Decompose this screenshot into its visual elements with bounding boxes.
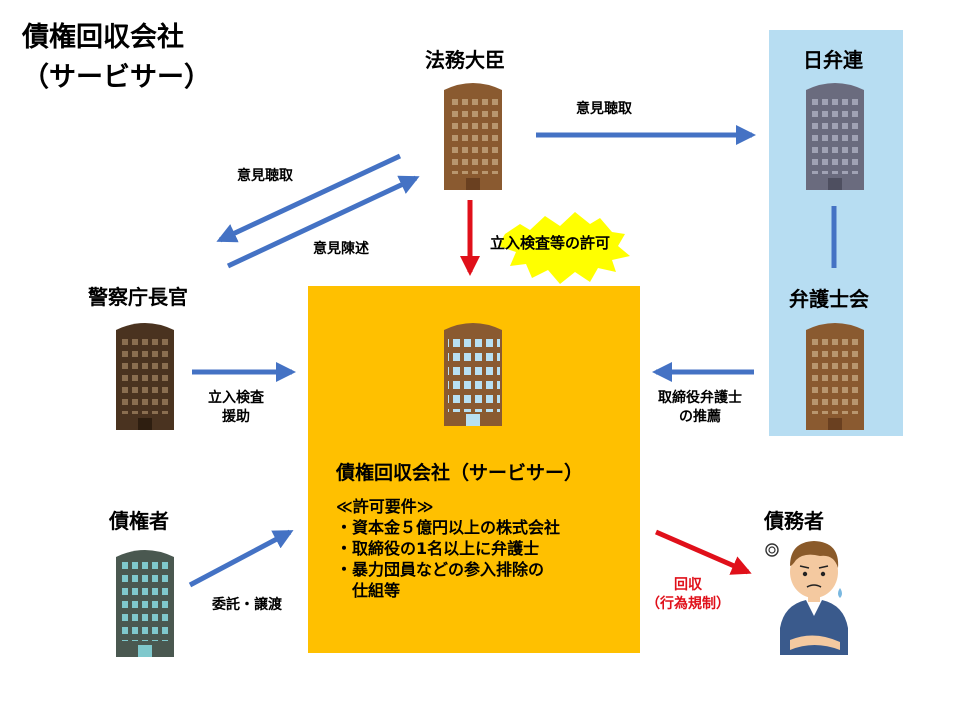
creditor-building-icon — [116, 550, 174, 657]
creditor-label: 債権者 — [109, 509, 169, 533]
label-minister-to-nichiben: 意見聴取 — [576, 101, 632, 117]
starburst-shape — [498, 212, 630, 284]
nichibenren-building-icon — [806, 83, 864, 190]
requirement-item: 仕組等 — [336, 581, 401, 600]
servicer-building-icon — [444, 323, 502, 426]
label-consign-transfer: 委託・譲渡 — [212, 597, 282, 613]
police-building-icon — [116, 323, 174, 430]
arrow-minister-to-police — [216, 153, 402, 243]
debtor-label: 債務者 — [764, 509, 824, 533]
minister-label: 法務大臣 — [425, 48, 505, 72]
police-label: 警察庁長官 — [88, 285, 188, 309]
requirement-item: ・資本金５億円以上の株式会社 — [336, 518, 561, 537]
requirement-item: ・暴力団員などの参入排除の — [336, 560, 545, 579]
label-inspection-assist: 立入検査 援助 — [208, 390, 264, 425]
requirement-item: ・取締役の1名以上に弁護士 — [336, 539, 540, 558]
arrow-creditor-to-servicer — [188, 529, 294, 588]
label-police-to-minister: 意見陳述 — [313, 241, 369, 257]
label-director-recommendation: 取締役弁護士 の推薦 — [658, 390, 742, 425]
requirements-list: ≪許可要件≫ ・資本金５億円以上の株式会社 ・取締役の1名以上に弁護士 ・暴力団… — [336, 496, 560, 601]
bar-association-building-icon — [806, 323, 864, 430]
arrow-police-to-minister — [226, 175, 420, 269]
nichibenren-label: 日弁連 — [803, 48, 863, 72]
arrow-servicer-to-debtor — [655, 529, 752, 575]
servicer-title: 債権回収会社（サービサー） — [336, 462, 584, 484]
minister-building-icon — [444, 83, 502, 190]
label-inspection-permit: 立入検査等の許可 — [490, 234, 611, 252]
label-minister-to-police: 意見聴取 — [237, 168, 293, 184]
requirements-heading: ≪許可要件≫ — [336, 497, 434, 516]
page-title: 債権回収会社 （サービサー） — [22, 22, 211, 93]
label-collection-regulation: 回収 （行為規制） — [646, 577, 730, 612]
debtor-person-icon — [765, 541, 848, 655]
bar-association-label: 弁護士会 — [789, 287, 869, 311]
